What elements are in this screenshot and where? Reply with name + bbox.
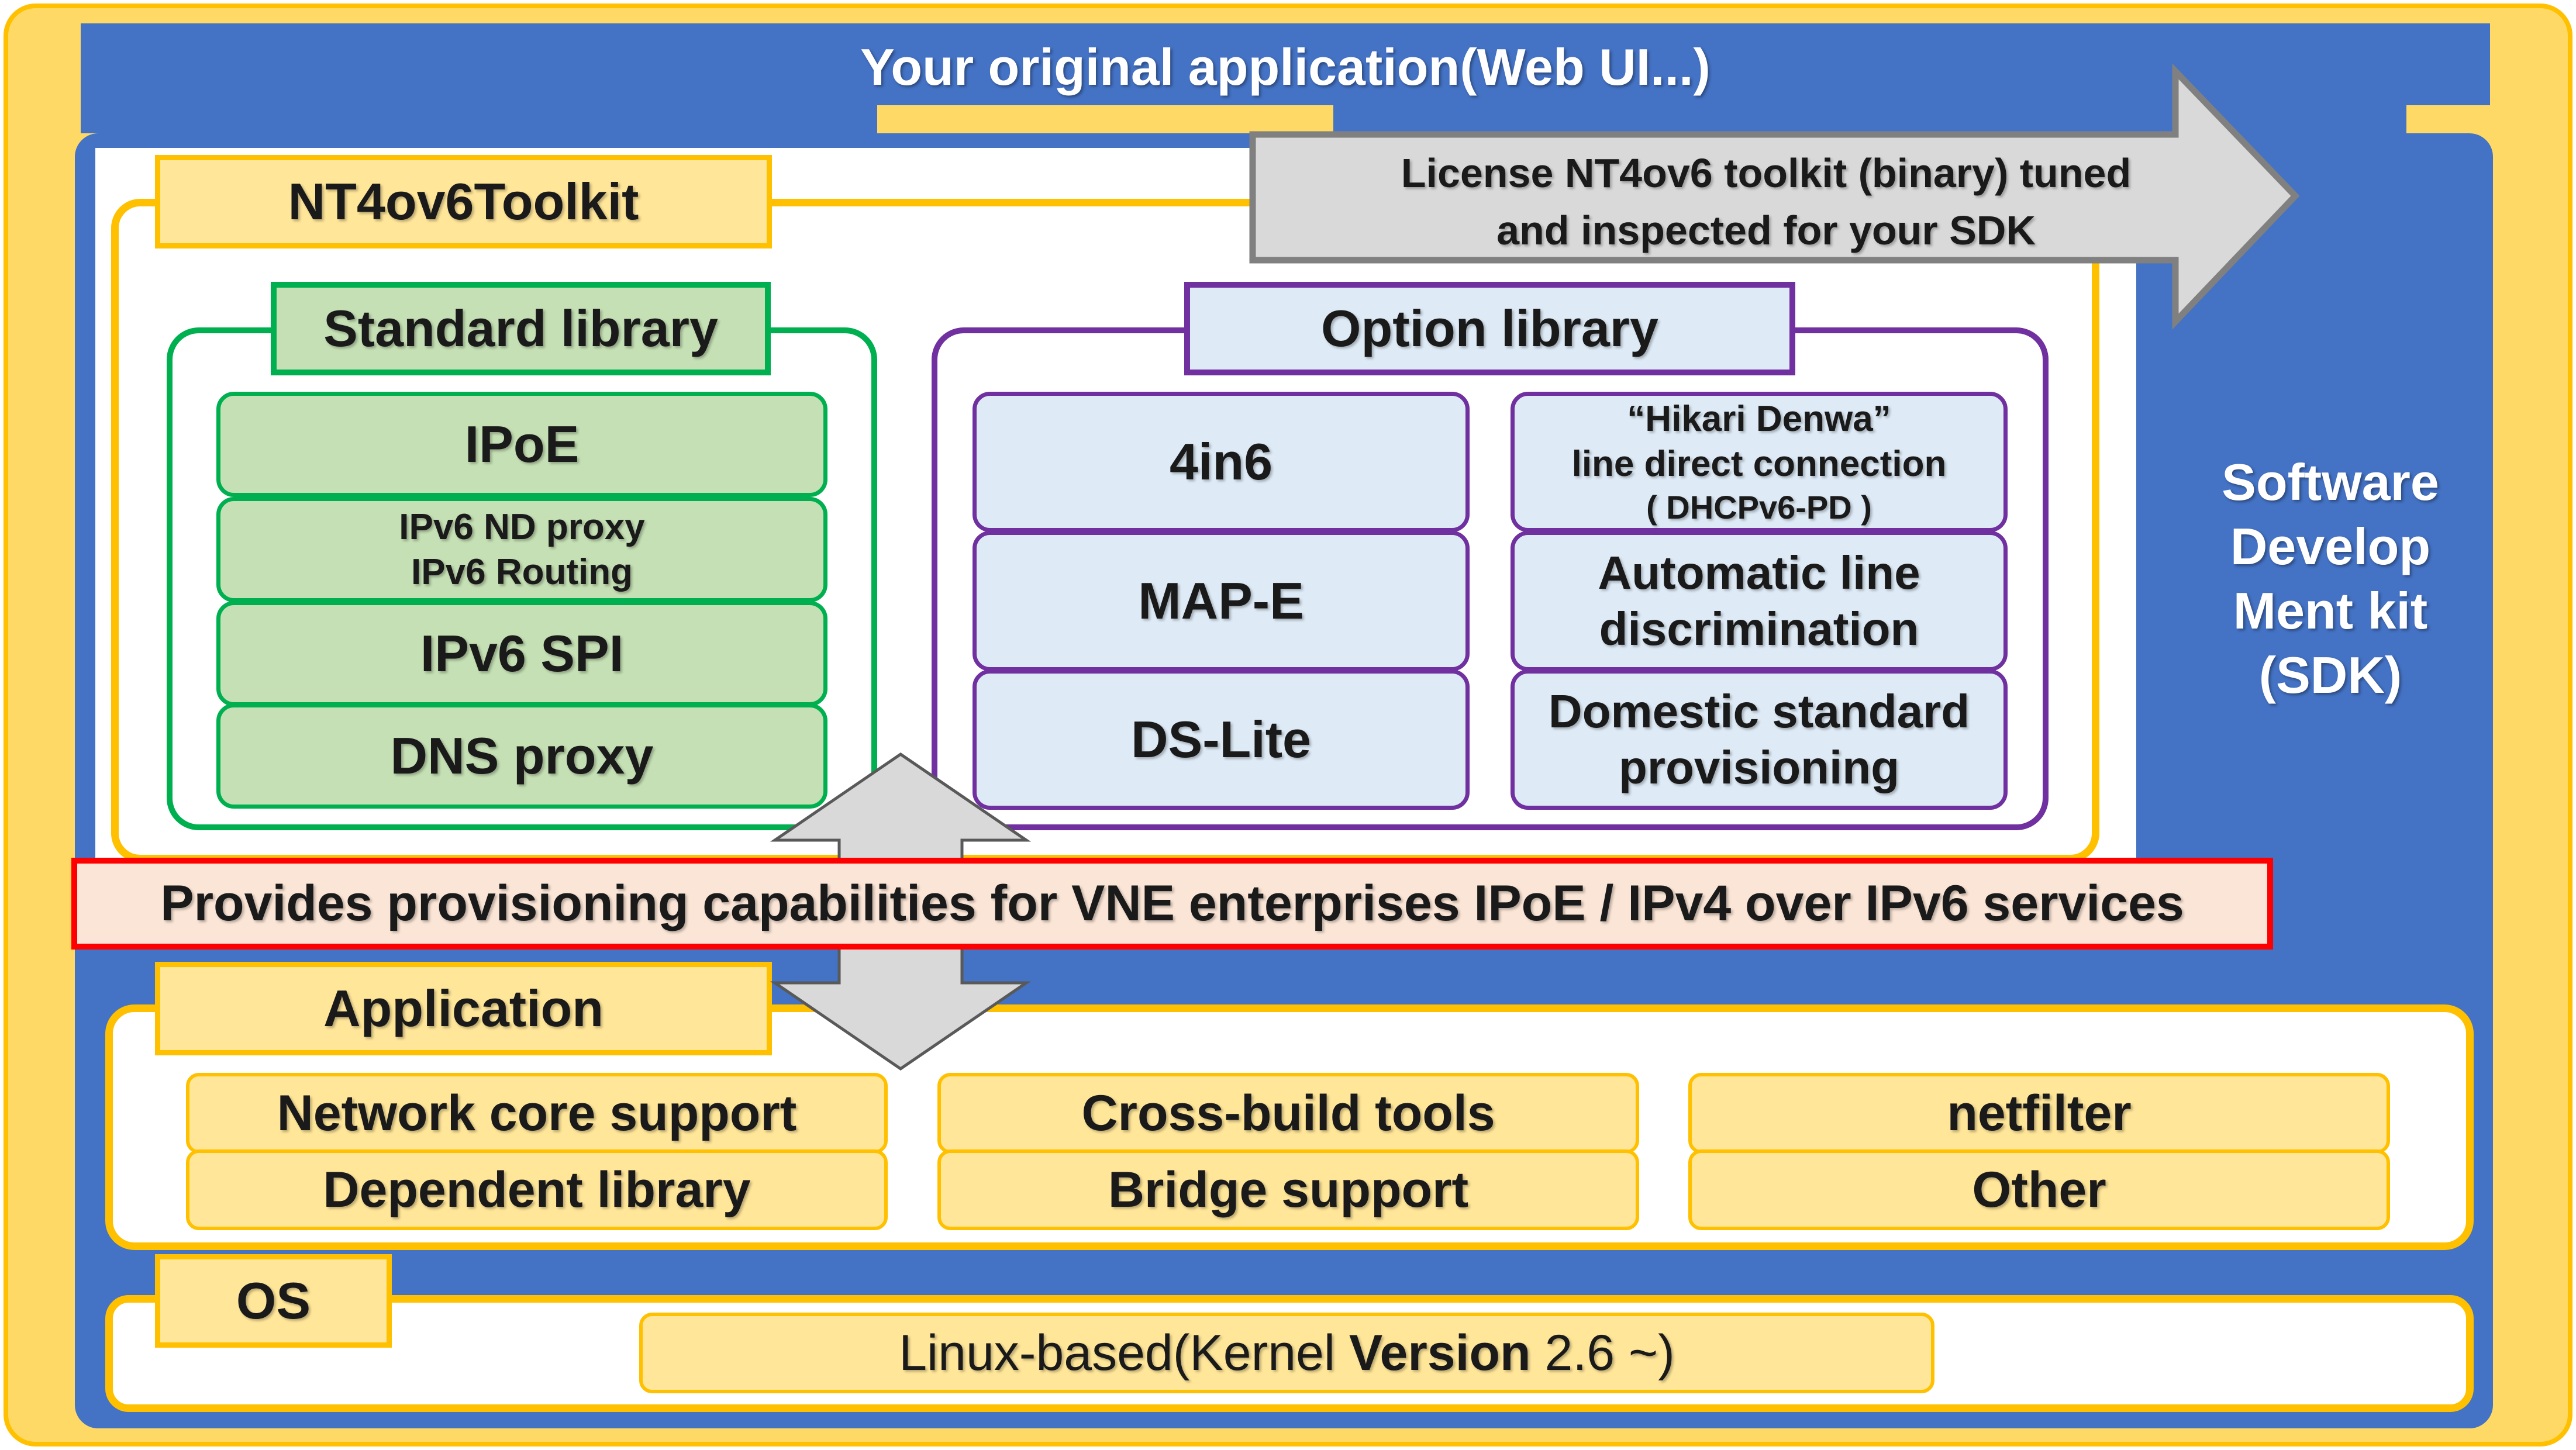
sdk-label-line4: (SDK) [2258, 646, 2402, 704]
sdk-label-line3: Ment kit [2233, 582, 2428, 640]
license-arrow-line2: and inspected for your SDK [1496, 208, 2036, 253]
option-item-map-e: MAP-E [973, 531, 1470, 671]
os-item-suffix: 2.6 ~) [1530, 1324, 1675, 1381]
option-item-domestic-line1: Domestic standard [1548, 685, 1970, 737]
standard-library-title: Standard library [271, 282, 771, 375]
standard-item-spi-label: IPv6 SPI [420, 624, 624, 683]
license-arrow-label: License NT4ov6 toolkit (binary) tuned an… [1263, 140, 2269, 263]
option-item-domestic-line2: provisioning [1619, 741, 1899, 793]
app-item-dependent-library: Dependent library [186, 1149, 888, 1230]
option-item-4in6-label: 4in6 [1169, 433, 1273, 491]
app-item-network-core: Network core support [186, 1073, 888, 1154]
app-item-cross-build: Cross-build tools [937, 1073, 1639, 1154]
standard-item-dns-proxy-label: DNS proxy [390, 727, 654, 785]
standard-item-nd-proxy: IPv6 ND proxy IPv6 Routing [216, 497, 827, 602]
option-item-automatic-line1: Automatic line [1598, 547, 1920, 599]
os-item-prefix: Linux-based(Kernel [899, 1324, 1349, 1381]
top-banner-label: Your original application(Web UI...) [860, 38, 1711, 96]
option-item-map-e-label: MAP-E [1138, 572, 1304, 630]
os-title: OS [155, 1254, 392, 1348]
license-arrow [1249, 63, 2300, 330]
app-item-netfilter: netfilter [1688, 1073, 2390, 1154]
app-item-bridge-support: Bridge support [937, 1149, 1639, 1230]
option-item-automatic-line: Automatic line discrimination [1511, 531, 2008, 671]
option-item-hikari-line3: ( DHCPv6-PD ) [1646, 488, 1872, 526]
option-item-hikari-line1: “Hikari Denwa” [1627, 398, 1891, 439]
sdk-label-line1: Software [2222, 453, 2439, 511]
app-item-other: Other [1688, 1149, 2390, 1230]
standard-item-nd-proxy-line1: IPv6 ND proxy [399, 506, 645, 547]
option-item-hikari-denwa: “Hikari Denwa” line direct connection ( … [1511, 392, 2008, 532]
provisioning-banner: Provides provisioning capabilities for V… [71, 858, 2273, 950]
standard-item-nd-proxy-line2: IPv6 Routing [411, 552, 633, 592]
option-library-title: Option library [1184, 282, 1795, 375]
application-title: Application [155, 962, 772, 1055]
option-item-domestic-provisioning: Domestic standard provisioning [1511, 669, 2008, 810]
option-item-hikari-line2: line direct connection [1571, 444, 1947, 484]
option-item-4in6: 4in6 [973, 392, 1470, 532]
standard-item-spi: IPv6 SPI [216, 601, 827, 706]
option-item-ds-lite: DS-Lite [973, 669, 1470, 810]
standard-item-ipoe: IPoE [216, 392, 827, 497]
os-item-bold: Version [1349, 1324, 1531, 1381]
toolkit-title: NT4ov6Toolkit [155, 155, 772, 248]
sdk-label: Software Develop Ment kit (SDK) [2164, 444, 2497, 713]
sdk-label-line2: Develop [2230, 517, 2431, 575]
banner-notch-right [2406, 105, 2491, 137]
os-item-linux: Linux-based(Kernel Version 2.6 ~) [639, 1313, 1934, 1393]
standard-item-ipoe-label: IPoE [464, 415, 580, 474]
option-item-ds-lite-label: DS-Lite [1131, 710, 1311, 769]
standard-item-dns-proxy: DNS proxy [216, 703, 827, 809]
license-arrow-line1: License NT4ov6 toolkit (binary) tuned [1401, 150, 2132, 196]
option-item-automatic-line2: discrimination [1599, 603, 1919, 655]
